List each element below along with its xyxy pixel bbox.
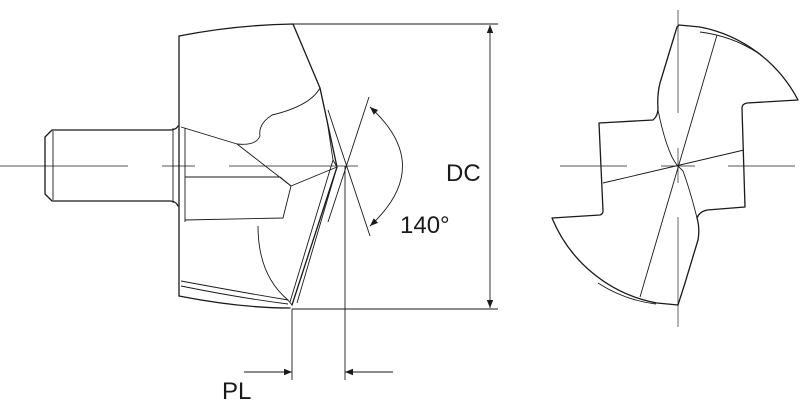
- diameter-label: DC: [446, 160, 481, 187]
- point-length-label: PL: [222, 378, 251, 405]
- drill-body: [178, 23, 338, 309]
- end-profile: [551, 24, 799, 306]
- diameter-dimension: DC: [292, 23, 498, 310]
- end-view: [551, 10, 799, 327]
- side-view: 140° DC PL: [0, 23, 498, 405]
- shank: [44, 125, 179, 207]
- point-angle-label: 140°: [400, 212, 450, 239]
- point-length-dimension: PL: [222, 166, 393, 405]
- point-angle-dimension: 140°: [327, 96, 450, 239]
